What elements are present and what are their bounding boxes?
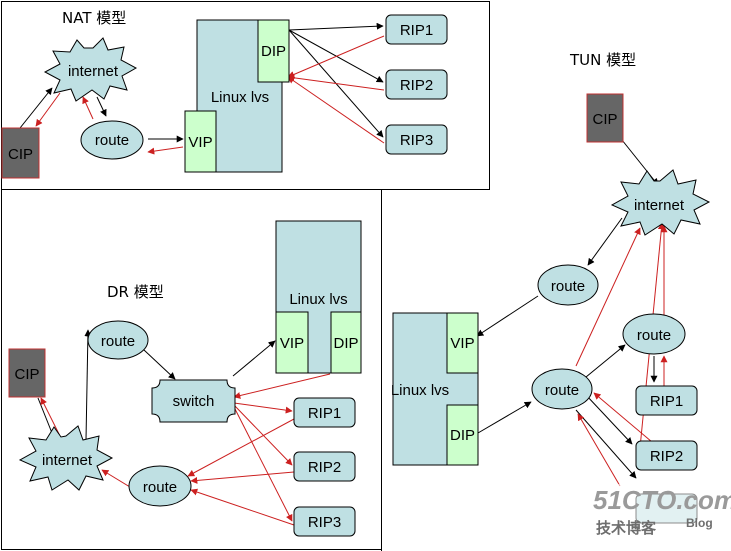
dr-route-bottom-node: route [128,465,192,507]
dr-model: CIP internet route switch route Linux lv… [8,220,362,537]
nat-rip2-node: RIP2 [385,69,448,100]
tun-lvs-label: Linux lvs [391,382,449,399]
dr-rip3-node: RIP3 [293,506,356,537]
dr-internet-label: internet [42,452,93,469]
tun-cip-label: CIP [592,111,617,128]
tun-route-upper-label: route [551,278,585,295]
tun-route-center-node: route [531,368,593,410]
tun-route-right-label: route [637,327,671,344]
dr-vip-box [275,311,309,374]
dr-cip-label: CIP [14,366,39,383]
tun-dip-label: DIP [450,427,475,444]
tun-internet-label: internet [634,197,685,214]
nat-rip2-label: RIP2 [400,77,433,94]
nat-vip-label: VIP [188,134,212,151]
dr-rip1-label: RIP1 [308,405,341,422]
nat-dip-label: DIP [261,43,286,60]
dr-dip-label: DIP [333,335,358,352]
watermark-site: 51CTO.com [593,485,731,515]
dr-lvs-box: Linux lvs VIP DIP [275,220,362,374]
tun-route-right-node: route [622,313,686,355]
nat-dip-box [257,19,290,83]
dr-rip3-label: RIP3 [308,514,341,531]
dr-dip-box [330,311,362,374]
nat-vip-box [184,110,217,173]
dr-vip-label: VIP [280,335,304,352]
nat-rip1-node: RIP1 [385,14,448,45]
nat-rip1-label: RIP1 [400,22,433,39]
nat-model: CIP internet route Linux lvs DIP VIP RIP… [1,14,448,179]
dr-cip-node: CIP [8,348,46,398]
tun-vip-label: VIP [450,335,474,352]
nat-cip-label: CIP [8,146,33,163]
tun-vip-box [446,312,479,374]
dr-rip1-node: RIP1 [293,397,356,428]
tun-route-upper-node: route [537,264,599,306]
tun-lvs-box: Linux lvs VIP DIP [391,312,479,466]
dr-title: DR 模型 [107,283,164,301]
nat-route-label: route [95,132,129,149]
dr-rip2-label: RIP2 [308,459,341,476]
dr-route-top-node: route [87,320,149,360]
dr-internet-cloud: internet [18,425,114,491]
tun-title: TUN 模型 [569,51,636,69]
nat-internet-label: internet [68,63,119,80]
nat-rip3-node: RIP3 [385,124,448,155]
nat-internet-cloud: internet [43,37,138,102]
dr-switch-node: switch [151,379,236,423]
tun-cip-node: CIP [586,93,624,143]
tun-rip1-label: RIP1 [650,393,683,410]
nat-lvs-label: Linux lvs [211,89,269,106]
tun-rip1-node: RIP1 [635,385,698,416]
tun-rip2-node: RIP2 [635,440,698,471]
tun-model: CIP internet route route route Linux lvs… [391,93,711,524]
nat-cip-node: CIP [1,127,40,179]
watermark-sub: 技术博客 [596,519,657,537]
nat-title: NAT 模型 [62,9,126,27]
dr-rip2-node: RIP2 [293,451,356,482]
dr-switch-label: switch [173,393,215,410]
tun-route-center-label: route [545,382,579,399]
nat-route-node: route [80,120,144,160]
site-watermark: 51CTO.com 技术博客 Blog [588,484,731,542]
dr-route-top-label: route [101,333,135,350]
watermark-blog: Blog [686,516,713,530]
nat-lvs-box: Linux lvs DIP VIP [184,19,290,173]
tun-rip2-label: RIP2 [650,448,683,465]
dr-route-bottom-label: route [143,479,177,496]
tun-internet-cloud: internet [610,169,711,236]
nat-rip3-label: RIP3 [400,132,433,149]
panel-borders [1,1,490,551]
tun-dip-box [446,404,479,466]
dr-lvs-label: Linux lvs [289,291,347,308]
